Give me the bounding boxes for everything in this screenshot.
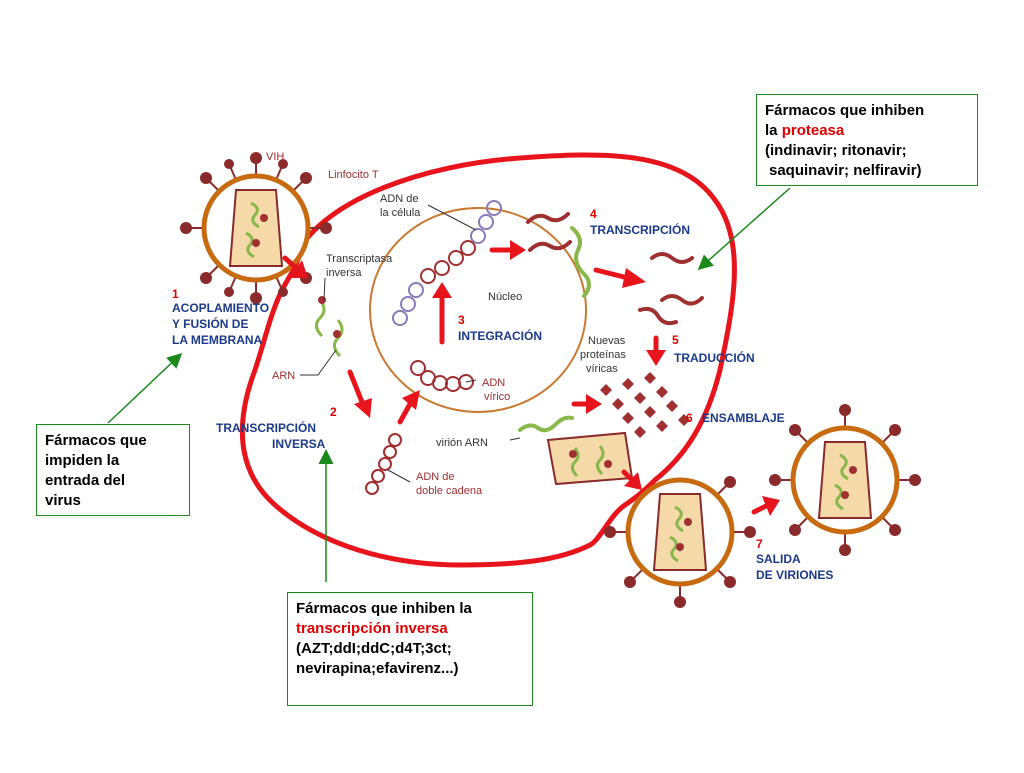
step-4-line-1: TRANSCRIPCIÓN [590,222,690,237]
label-adn-doble-2: doble cadena [416,485,483,497]
label-adn-virico-1: ADN [482,377,505,389]
protease-box-line-4: saquinavir; nelfiravir) [769,162,922,179]
step-6-line-1: ENSAMBLAJE [702,411,785,425]
label-linfocito: Linfocito T [328,169,379,181]
step-1-line-2: Y FUSIÓN DE [172,316,248,331]
rt-box-line-3: (AZT;ddI;ddC;d4T;3ct; [296,640,452,657]
step-6-num: 6 [686,411,693,425]
label-transcriptasa-2: inversa [326,267,362,279]
label-nuevas-1: Nuevas [588,335,626,347]
cell-membrane [239,152,737,568]
step-2-line-1: TRANSCRIPCIÓN [216,420,316,435]
label-nuevas-3: víricas [586,363,618,375]
step-2-line-2: INVERSA [272,437,326,451]
entry-box-line-2: impiden la [45,452,120,469]
step-3-line-1: INTEGRACIÓN [458,328,542,343]
label-vih: VIH [266,151,284,163]
budding-virion-icon [604,476,756,608]
entry-box-line-1: Fármacos que [45,432,147,449]
step-5-line-1: TRADUCCIÓN [674,350,755,365]
process-arrows [282,240,780,516]
step-1-num: 1 [172,287,179,301]
label-nuevas-2: proteínas [580,349,626,361]
rt-box-line-4: nevirapina;efavirenz...) [296,660,459,677]
protease-box-line-1: Fármacos que inhiben [765,102,925,119]
step-1-line-3: LA MEMBRANA [172,333,263,347]
label-transcriptasa-1: Transcriptasa [326,253,393,265]
nucleus [369,207,587,413]
assembling-capsid-icon [546,431,634,486]
mrna-strands-icon [518,212,704,433]
cell-dna-icon [392,200,502,326]
rt-box-line-1: Fármacos que inhiben la [296,600,472,617]
label-nucleo: Núcleo [488,291,522,303]
label-arn: ARN [272,370,295,382]
pointer-lines [300,204,521,483]
protease-keyword: proteasa [781,122,845,139]
viral-rna-icon [315,296,344,358]
rt-keyword: transcripción inversa [296,620,448,637]
hiv-virion-icon [180,152,332,304]
drug-pointer-arrows [107,187,791,582]
viral-proteins-icon [600,372,690,438]
step-7-line-2: DE VIRIONES [756,568,833,582]
label-adn-celula-2: la célula [380,207,421,219]
entry-box-line-4: virus [45,492,81,509]
protease-inhibitors-box: Fármacos que inhiben la proteasa (indina… [756,94,978,186]
viral-dna-icon [410,360,474,392]
entry-box-line-3: entrada del [45,472,126,489]
protease-box-line-2a: la [765,122,782,139]
step-7-num: 7 [756,537,763,551]
protease-box-line-3: (indinavir; ritonavir; [765,142,907,159]
double-strand-dna-icon [365,433,402,495]
step-2-num: 2 [330,405,337,419]
rt-inhibitors-box: Fármacos que inhiben la transcripción in… [287,592,533,706]
step-3-num: 3 [458,313,465,327]
label-virion-arn: virión ARN [436,437,488,449]
entry-inhibitors-box: Fármacos que impiden la entrada del viru… [36,424,190,516]
protease-box-line-2: la proteasa [765,121,969,141]
label-adn-doble-1: ADN de [416,471,455,483]
label-adn-virico-2: vírico [484,391,510,403]
step-4-num: 4 [590,207,597,221]
step-1-line-1: ACOPLAMIENTO [172,301,269,315]
step-7-line-1: SALIDA [756,552,801,566]
step-5-num: 5 [672,333,679,347]
label-adn-celula-1: ADN de [380,193,419,205]
released-virion-icon [769,404,921,556]
